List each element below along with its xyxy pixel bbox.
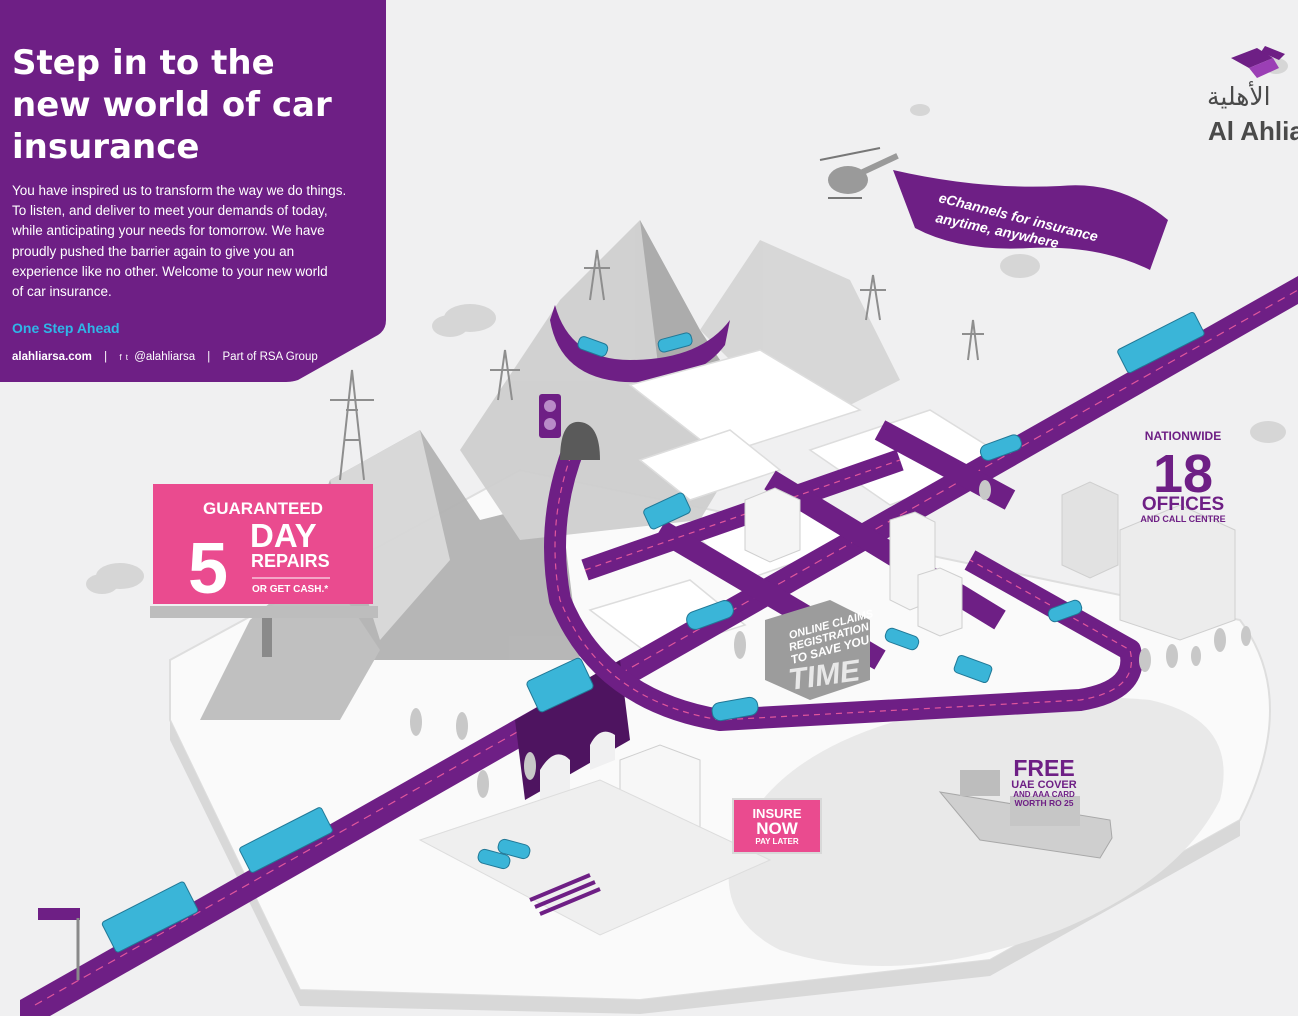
intro-line: experience like no other. Welcome to you… bbox=[12, 263, 328, 279]
headline-line-1: Step in to the bbox=[12, 43, 275, 83]
insure-line-2: NOW bbox=[756, 819, 799, 838]
intro-line: of car insurance. bbox=[12, 284, 112, 300]
intro-line: proudly pushed the barrier again to give… bbox=[12, 243, 295, 259]
logo-arabic: الأهلية bbox=[1207, 82, 1271, 111]
clouds bbox=[86, 58, 1288, 594]
insure-line-3: PAY LATER bbox=[755, 837, 798, 846]
free-line-3: AND AAA CARD bbox=[1013, 790, 1075, 799]
billboard-guaranteed: GUARANTEED bbox=[203, 499, 323, 518]
offices-centre: AND CALL CENTRE bbox=[1140, 514, 1225, 524]
brand-logo: الأهلية Al Ahlia bbox=[1205, 44, 1298, 146]
billboard: GUARANTEED 5 DAY REPAIRS OR GET CASH.* bbox=[150, 484, 378, 657]
logo-english: Al Ahlia bbox=[1208, 116, 1298, 146]
intro-panel-background bbox=[0, 0, 386, 382]
power-pylons bbox=[330, 249, 984, 481]
website-link[interactable]: alahliarsa.com bbox=[12, 351, 92, 363]
tagline: One Step Ahead bbox=[12, 320, 120, 336]
helicopter bbox=[819, 147, 899, 199]
billboard-cash: OR GET CASH.* bbox=[252, 584, 328, 595]
headline: Step in to the new world of car insuranc… bbox=[12, 42, 372, 168]
insure-sign: INSURE NOW PAY LATER bbox=[732, 798, 822, 854]
intro-panel: Step in to the new world of car insuranc… bbox=[0, 0, 386, 382]
logo-mark-icon bbox=[1231, 46, 1285, 78]
free-line-4: WORTH RO 25 bbox=[1014, 798, 1073, 808]
tunnel bbox=[560, 421, 600, 460]
contacts-row: alahliarsa.com | f t @alahliarsa | Part … bbox=[12, 351, 318, 363]
mountain-road bbox=[550, 305, 730, 383]
crosswalk bbox=[529, 873, 601, 916]
billboard-day: DAY bbox=[250, 517, 317, 554]
free-line-2: UAE COVER bbox=[1011, 779, 1076, 791]
traffic-light-top bbox=[539, 394, 561, 438]
ship: FREE UAE COVER AND AAA CARD WORTH RO 25 bbox=[938, 755, 1113, 859]
social-icons: f t bbox=[119, 353, 129, 362]
buildings bbox=[619, 481, 1236, 869]
intro-line: You have inspired us to transform the wa… bbox=[12, 183, 347, 198]
divider: | bbox=[104, 351, 108, 363]
intro-line: To listen, and deliver to meet your dema… bbox=[12, 203, 328, 219]
billboard-number: 5 bbox=[188, 529, 228, 609]
headline-line-2: new world of car bbox=[12, 85, 332, 125]
headline-line-3: insurance bbox=[12, 127, 200, 167]
billboard-repairs: REPAIRS bbox=[251, 551, 330, 571]
main-highway bbox=[20, 276, 1298, 1016]
insure-line-1: INSURE bbox=[752, 806, 801, 821]
trees bbox=[410, 480, 1251, 798]
offices-nationwide: NATIONWIDE bbox=[1145, 429, 1221, 443]
offices-count: 18 bbox=[1153, 444, 1213, 504]
offices-sign: NATIONWIDE 18 OFFICES AND CALL CENTRE bbox=[1140, 429, 1225, 524]
traffic-light-bottom bbox=[38, 908, 80, 980]
free-line-1: FREE bbox=[1013, 755, 1074, 781]
intro-text: You have inspired us to transform the wa… bbox=[12, 181, 352, 302]
billboard-panel bbox=[153, 484, 373, 604]
echannels-banner bbox=[893, 170, 1168, 270]
offices-label: OFFICES bbox=[1142, 494, 1224, 515]
group-label: Part of RSA Group bbox=[222, 351, 318, 363]
social-handle[interactable]: @alahliarsa bbox=[134, 351, 196, 363]
intro-line: while anticipating your needs for tomorr… bbox=[12, 223, 325, 239]
vehicles bbox=[101, 311, 1205, 953]
divider: | bbox=[207, 351, 211, 363]
